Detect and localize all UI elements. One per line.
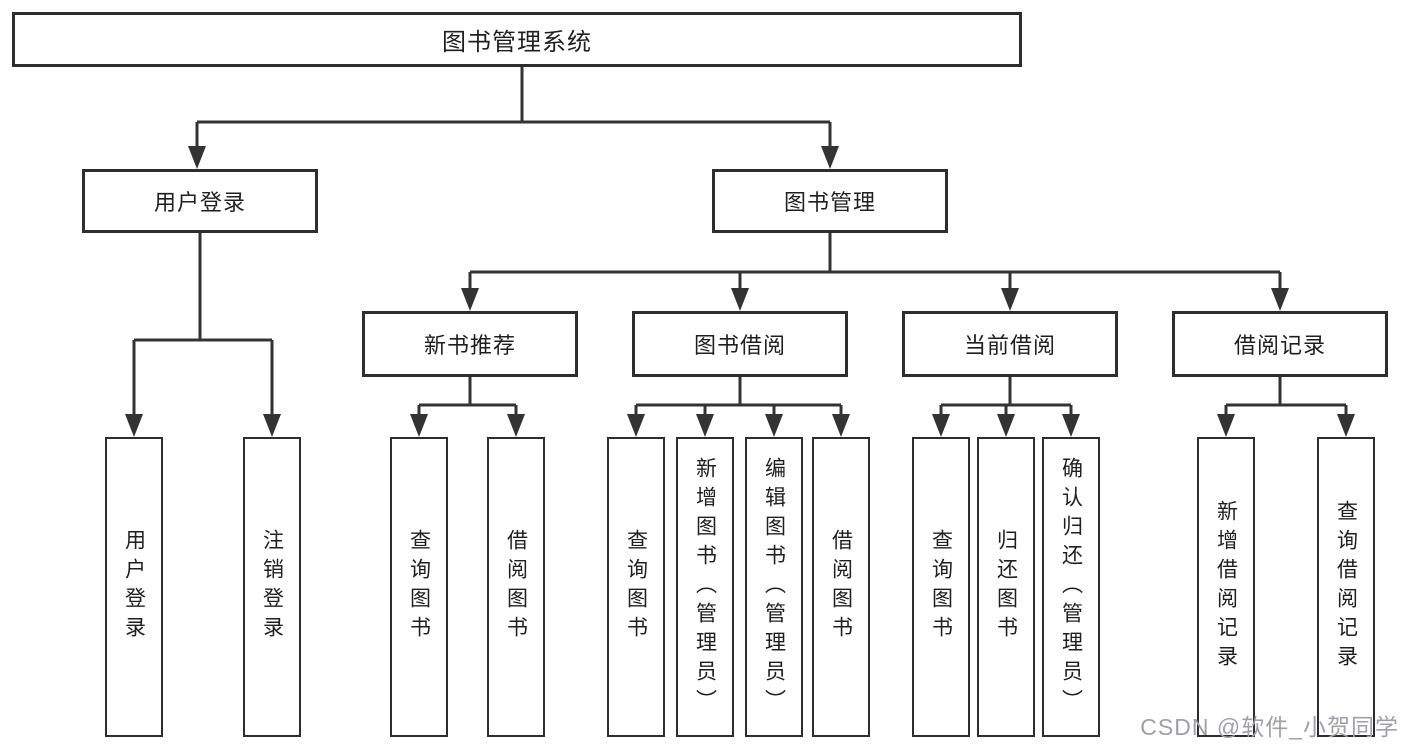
node-label: 查询图书 <box>407 529 431 645</box>
arrow-down <box>997 414 1015 437</box>
node-label: 确认归还（管理员） <box>1059 456 1083 718</box>
arrow-down <box>263 414 281 437</box>
connector-book-management-to-level3 <box>468 233 1282 289</box>
arrow-down <box>1337 414 1355 437</box>
arrow-down <box>1271 288 1289 311</box>
arrow-down <box>1062 414 1080 437</box>
node-label: 查询借阅记录 <box>1334 500 1358 674</box>
arrow-down <box>410 414 428 437</box>
arrow-down <box>188 146 206 169</box>
node-label: 图书借阅 <box>693 333 786 358</box>
node-label: 新增图书（管理员） <box>693 456 717 718</box>
node-label: 借阅图书 <box>504 529 528 645</box>
node-label: 查询图书 <box>929 529 953 645</box>
arrow-down <box>1217 414 1235 437</box>
node-label: 新增借阅记录 <box>1214 500 1238 674</box>
node-leaf-query-borrow-record: 查询借阅记录 <box>1317 437 1375 737</box>
node-label: 当前借阅 <box>963 333 1056 358</box>
connector-current-borrowing-to-leaves <box>939 377 1073 415</box>
node-book-management-branch: 图书管理 <box>712 169 948 233</box>
node-label: 新书推荐 <box>423 333 516 358</box>
node-leaf-add-books-admin: 新增图书（管理员） <box>676 437 734 737</box>
connector-borrowing-records-to-leaves <box>1224 377 1348 415</box>
node-label: 图书管理 <box>783 190 876 215</box>
node-label: 借阅图书 <box>829 529 853 645</box>
node-leaf-logout: 注销登录 <box>243 437 301 737</box>
connector-lines <box>132 67 1348 415</box>
node-leaf-return-books: 归还图书 <box>977 437 1035 737</box>
node-leaf-query-books-borrowing: 查询图书 <box>607 437 665 737</box>
node-current-borrowing: 当前借阅 <box>902 311 1118 377</box>
node-leaf-borrow-books: 借阅图书 <box>812 437 870 737</box>
node-leaf-borrow-books-recommend: 借阅图书 <box>487 437 545 737</box>
arrow-down <box>932 414 950 437</box>
node-label: 用户登录 <box>153 190 246 215</box>
node-label: 借阅记录 <box>1233 333 1326 358</box>
node-leaf-user-login: 用户登录 <box>105 437 163 737</box>
node-user-login-branch: 用户登录 <box>82 169 318 233</box>
connector-book-borrowing-to-leaves <box>634 377 843 415</box>
arrow-down <box>507 414 525 437</box>
node-label: 归还图书 <box>994 529 1018 645</box>
node-borrowing-records: 借阅记录 <box>1172 311 1388 377</box>
node-label: 用户登录 <box>122 529 146 645</box>
node-book-borrowing: 图书借阅 <box>632 311 848 377</box>
arrow-down <box>461 288 479 311</box>
arrow-down <box>1001 288 1019 311</box>
node-library-management-system: 图书管理系统 <box>12 12 1022 67</box>
arrow-down <box>765 414 783 437</box>
node-label: 查询图书 <box>624 529 648 645</box>
connector-user-login-to-leaves <box>132 233 274 415</box>
node-leaf-edit-books-admin: 编辑图书（管理员） <box>745 437 803 737</box>
connector-new-book-recommend-to-leaves <box>417 377 518 415</box>
arrow-down <box>821 146 839 169</box>
arrow-down <box>627 414 645 437</box>
node-leaf-confirm-return-admin: 确认归还（管理员） <box>1042 437 1100 737</box>
node-new-book-recommend: 新书推荐 <box>362 311 578 377</box>
arrow-down <box>731 288 749 311</box>
node-leaf-add-borrow-record: 新增借阅记录 <box>1197 437 1255 737</box>
connector-root-to-level2 <box>195 67 832 147</box>
arrowheads <box>125 146 1355 437</box>
node-label: 图书管理系统 <box>442 29 592 56</box>
node-label: 注销登录 <box>260 529 284 645</box>
node-leaf-query-books-recommend: 查询图书 <box>390 437 448 737</box>
arrow-down <box>832 414 850 437</box>
arrow-down <box>696 414 714 437</box>
node-leaf-query-books-current: 查询图书 <box>912 437 970 737</box>
node-label: 编辑图书（管理员） <box>762 456 786 718</box>
arrow-down <box>125 414 143 437</box>
